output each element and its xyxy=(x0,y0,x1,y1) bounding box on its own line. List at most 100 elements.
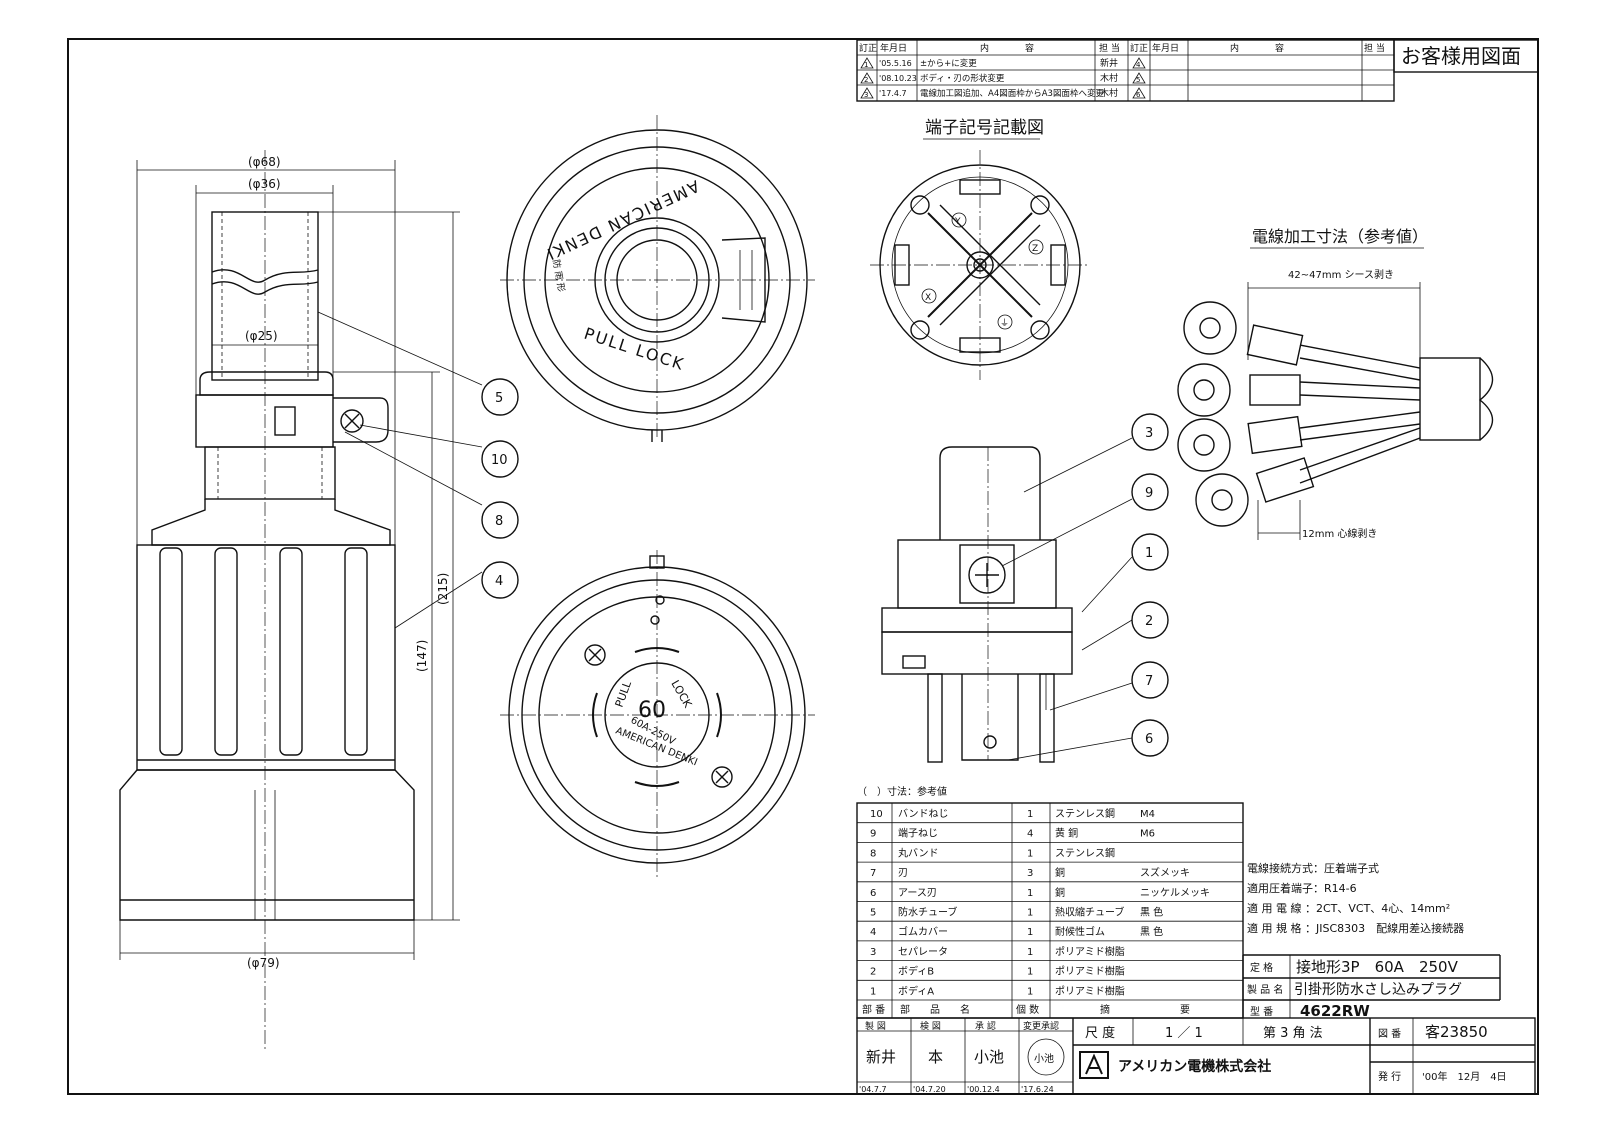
parts-row-10-qty: 1 xyxy=(1027,809,1033,820)
svg-text:2: 2 xyxy=(1145,614,1153,629)
top-small: 防 雨 形 xyxy=(550,258,568,292)
parts-h-material: 摘 要 xyxy=(1100,1003,1190,1016)
balloon-4: 4 xyxy=(481,561,519,599)
parts-row-10-material: ステンレス鋼 xyxy=(1055,807,1115,820)
rev2-mark2: 5 xyxy=(1136,76,1140,84)
approval-n4: 小池 xyxy=(1034,1052,1054,1065)
balloon-9: 9 xyxy=(1131,473,1169,511)
parts-h-no: 部 番 xyxy=(862,1003,885,1016)
balloon-3: 3 xyxy=(1131,413,1169,451)
parts-row-7-qty: 3 xyxy=(1027,868,1033,879)
company: アメリカン電機株式会社 xyxy=(1118,1058,1271,1075)
scale-value: 1 ／ 1 xyxy=(1165,1026,1203,1041)
approval-n1: 新井 xyxy=(866,1048,896,1066)
parts-row-4-no: 4 xyxy=(870,927,876,938)
scale-label: 尺 度 xyxy=(1085,1025,1115,1041)
balloon-8: 8 xyxy=(481,501,519,539)
side-view xyxy=(119,150,460,1050)
product-value: 引掛形防水さし込みプラグ xyxy=(1294,982,1462,998)
rev-h4: 担 当 xyxy=(1099,42,1120,54)
balloon-leaders-left xyxy=(317,311,483,629)
parts-row-5-no: 5 xyxy=(870,908,876,919)
frame-title: お客様用図面 xyxy=(1401,44,1521,68)
parts-row-5-note: 黒 色 xyxy=(1140,906,1163,919)
parts-row-10-name: バンドねじ xyxy=(898,808,949,820)
terminal-title: 端子記号記載図 xyxy=(925,118,1044,138)
parts-row-4-material: 耐候性ゴム xyxy=(1055,925,1105,938)
parts-row-9-qty: 4 xyxy=(1027,829,1033,840)
terminal-label-z: Z xyxy=(1032,244,1038,254)
approval-h4: 変更承認 xyxy=(1023,1020,1059,1032)
wire-dim1: 42~47mm シース剥き xyxy=(1288,269,1394,281)
parts-row-8-qty: 1 xyxy=(1027,848,1033,859)
parts-row-6-note: ニッケルメッキ xyxy=(1140,887,1210,899)
parts-row-3-name: セパレータ xyxy=(898,946,948,958)
rev1-date: '05.5.16 xyxy=(879,59,912,68)
rating-value: 接地形3P 60A 250V xyxy=(1296,958,1459,976)
svg-text:6: 6 xyxy=(1145,732,1153,747)
parts-row-4-qty: 1 xyxy=(1027,927,1033,938)
parts-row-7-material: 銅 xyxy=(1055,866,1065,879)
top-view xyxy=(500,115,815,442)
parts-row-3-qty: 1 xyxy=(1027,947,1033,958)
parts-row-6-material: 銅 xyxy=(1055,886,1065,899)
rev-h2: 年月日 xyxy=(880,42,907,54)
approval-d4: '17.6.24 xyxy=(1021,1085,1054,1094)
rev-h7: 内 容 xyxy=(1230,42,1284,54)
rev3-mark2: 6 xyxy=(1136,91,1141,99)
rev1-person: 新井 xyxy=(1100,57,1118,69)
wire-title: 電線加工寸法（参考値） xyxy=(1252,227,1428,246)
balloon-6: 6 xyxy=(1131,719,1169,757)
rev1-mark: 1 xyxy=(864,61,868,69)
parts-row-2-name: ボディB xyxy=(898,965,934,978)
spec-3: 適 用 電 線 ：2CT、VCT、4心、14mm² xyxy=(1247,901,1450,915)
rev2-date: '08.10.23 xyxy=(879,74,917,83)
balloon-1: 1 xyxy=(1131,533,1169,571)
parts-row-4-name: ゴムカバー xyxy=(898,925,948,938)
spec-2: 適用圧着端子：R14-6 xyxy=(1247,881,1357,895)
note-ref: （ ）寸法：参考値 xyxy=(857,785,947,798)
bottom-rating: 60 xyxy=(638,698,666,723)
product-label: 製 品 名 xyxy=(1247,983,1283,996)
dim-d25: (φ25) xyxy=(245,329,278,343)
parts-row-8-material: ステンレス鋼 xyxy=(1055,846,1115,859)
parts-row-10-note: M4 xyxy=(1140,809,1155,820)
parts-row-9-material: 黄 銅 xyxy=(1055,827,1078,840)
parts-row-2-material: ポリアミド樹脂 xyxy=(1055,965,1125,978)
parts-row-3-material: ポリアミド樹脂 xyxy=(1055,945,1125,958)
spec-1: 電線接続方式：圧着端子式 xyxy=(1247,861,1379,875)
parts-row-1-no: 1 xyxy=(870,986,876,997)
dim-h147: (147) xyxy=(415,640,429,672)
revision-table: 訂正 年月日 内 容 担 当 訂正 年月日 内 容 担 当 1 2 3 4 5 … xyxy=(856,39,1395,102)
parts-row-1-material: ポリアミド樹脂 xyxy=(1055,984,1125,997)
approval-h1: 製 図 xyxy=(865,1020,886,1032)
svg-text:4: 4 xyxy=(495,574,503,589)
terminal-label-ground: ⏚ xyxy=(1000,318,1009,329)
rev1-content: ±から+に変更 xyxy=(920,58,977,69)
terminal-diagram xyxy=(870,150,1090,380)
parts-h-qty: 個 数 xyxy=(1016,1003,1039,1016)
balloon-leaders-right xyxy=(1001,437,1133,761)
bottom-view xyxy=(500,550,815,880)
approval-h2: 検 図 xyxy=(920,1020,941,1032)
dim-d68: (φ68) xyxy=(248,155,281,169)
parts-row-10-no: 10 xyxy=(870,809,883,820)
rev2-mark: 2 xyxy=(864,76,868,84)
parts-row-1-name: ボディA xyxy=(898,984,934,997)
approval-h3: 承 認 xyxy=(975,1020,996,1032)
balloon-7: 7 xyxy=(1131,661,1169,699)
dim-h215: (215) xyxy=(436,573,450,605)
bottom-lock: LOCK xyxy=(668,678,694,711)
parts-row-2-no: 2 xyxy=(870,967,876,978)
wire-dim2: 12mm 心線剥き xyxy=(1302,527,1377,540)
rev3-mark: 3 xyxy=(864,91,868,99)
dim-d36: (φ36) xyxy=(248,177,281,191)
parts-row-8-name: 丸バンド xyxy=(898,846,939,859)
svg-text:1: 1 xyxy=(1145,546,1153,561)
dim-d79: (φ79) xyxy=(247,956,280,970)
rev-h1: 訂正 xyxy=(859,42,877,54)
balloon-2: 2 xyxy=(1131,601,1169,639)
rev-h8: 担 当 xyxy=(1364,42,1385,54)
